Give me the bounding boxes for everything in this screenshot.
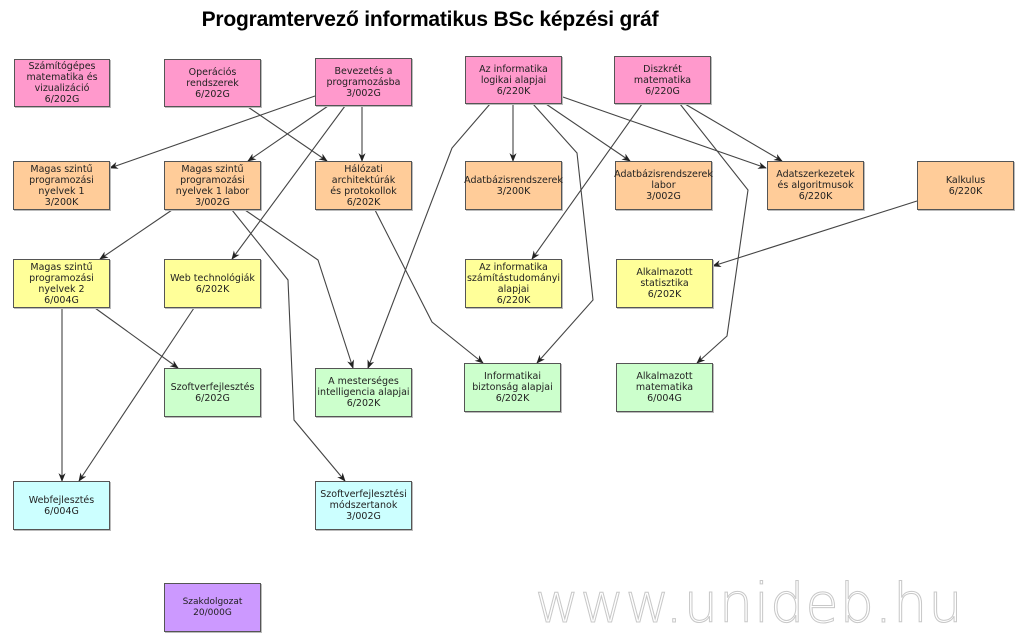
node-alkalmazott-statisztika[interactable]: Alkalmazott statisztika 6/202K: [616, 259, 713, 308]
edge-webtech-to-webfejl: [78, 307, 195, 482]
node-adatszerkezetek[interactable]: Adatszerkezetek és algoritmusok 6/220K: [767, 161, 864, 210]
edge-bevprog-to-magas1: [109, 95, 316, 169]
node-label: Szoftverfejlesztési módszertanok 3/002G: [320, 489, 407, 522]
node-label: Webfejlesztés 6/004G: [28, 494, 95, 517]
node-label: Hálózati architektúrák és protokollok 6/…: [330, 163, 397, 208]
node-label: Adatbázisrendszerek 3/200K: [464, 174, 563, 197]
node-mesterseges-intelligencia[interactable]: A mesterséges intelligencia alapjai 6/20…: [315, 368, 412, 417]
node-magas-szintu-2[interactable]: Magas szintű programozási nyelvek 2 6/00…: [13, 259, 110, 308]
node-kalkulus[interactable]: Kalkulus 6/220K: [917, 161, 1014, 210]
node-magas-szintu-1-labor[interactable]: Magas szintű programozási nyelvek 1 labo…: [164, 161, 261, 210]
node-label: Szakdolgozat 20/000G: [182, 596, 243, 618]
node-informatikai-biztonsag[interactable]: Informatikai biztonság alapjai 6/202K: [464, 363, 561, 412]
node-adatbazisrendszerek[interactable]: Adatbázisrendszerek 3/200K: [464, 161, 563, 210]
node-diszkret-matematika[interactable]: Diszkrét matematika 6/220G: [614, 56, 711, 104]
node-label: Az informatika logikai alapjai 6/220K: [479, 63, 548, 97]
node-label: Az informatika számítástudományi alapjai…: [466, 261, 561, 306]
node-label: Diszkrét matematika 6/220G: [633, 63, 692, 97]
node-szamitogepes-matematika[interactable]: Számítógépes matematika és vizualizáció …: [14, 59, 110, 107]
node-label: Magas szintű programozási nyelvek 1 3/20…: [29, 163, 94, 208]
diagram-title: Programtervező informatikus BSc képzési …: [201, 8, 659, 31]
node-label: Alkalmazott matematika 6/004G: [635, 371, 694, 404]
node-label: A mesterséges intelligencia alapjai 6/20…: [317, 376, 410, 409]
node-label: Operációs rendszerek 6/202G: [186, 66, 239, 100]
node-halozati-architekturak[interactable]: Hálózati architektúrák és protokollok 6/…: [315, 161, 412, 210]
node-szakdolgozat[interactable]: Szakdolgozat 20/000G: [164, 583, 261, 632]
edge-magas1lab-to-szoftmod: [231, 209, 346, 482]
edge-bevprog-to-magas1lab: [247, 105, 329, 162]
edge-logika-to-adatblab: [545, 103, 631, 162]
node-alkalmazott-matematika[interactable]: Alkalmazott matematika 6/004G: [616, 363, 713, 412]
edge-logika-to-adatszerk: [559, 95, 767, 169]
node-label: Alkalmazott statisztika 6/202K: [636, 267, 693, 300]
edge-oprend-to-halozat: [247, 106, 328, 162]
edge-logika-to-biztonsag: [532, 103, 594, 364]
node-label: Számítógépes matematika és vizualizáció …: [26, 61, 98, 105]
edge-logika-to-mi: [367, 103, 491, 369]
node-szoftverfejlesztes[interactable]: Szoftverfejlesztés 6/202G: [164, 368, 261, 417]
node-label: Web technológiák 6/202K: [170, 272, 255, 295]
edge-magas1lab-to-mi: [244, 209, 354, 369]
node-szoftverfejlesztesi-modszertanok[interactable]: Szoftverfejlesztési módszertanok 3/002G: [315, 481, 412, 530]
node-label: Informatikai biztonság alapjai 6/202K: [472, 371, 553, 404]
edge-magas1lab-to-magas2: [99, 209, 173, 260]
edge-magas2-to-szoftfejl: [94, 307, 179, 369]
node-bevezetes-programozasba[interactable]: Bevezetés a programozásba 3/002G: [315, 58, 412, 106]
node-label: Magas szintű programozási nyelvek 2 6/00…: [29, 261, 94, 306]
watermark: www.unideb.hu: [535, 572, 964, 636]
node-szamitastudomanyi-alapjai[interactable]: Az informatika számítástudományi alapjai…: [465, 259, 562, 308]
node-label: Adatszerkezetek és algoritmusok 6/220K: [776, 169, 855, 202]
edge-kalkulus-to-statisztika: [712, 200, 918, 267]
node-operacios-rendszerek[interactable]: Operációs rendszerek 6/202G: [164, 59, 261, 107]
node-label: Bevezetés a programozásba 3/002G: [326, 65, 401, 99]
edge-diszkret-to-adatszerk: [684, 103, 783, 162]
node-label: Kalkulus 6/220K: [945, 174, 986, 197]
edge-diszkret-to-szamtud: [531, 103, 643, 260]
node-informatika-logikai-alapjai[interactable]: Az informatika logikai alapjai 6/220K: [465, 56, 562, 104]
node-magas-szintu-1[interactable]: Magas szintű programozási nyelvek 1 3/20…: [13, 161, 110, 210]
node-adatbazisrendszerek-labor[interactable]: Adatbázisrendszerek labor 3/002G: [614, 161, 713, 210]
edge-halozat-to-biztonsag: [374, 209, 484, 364]
node-web-technologiak[interactable]: Web technológiák 6/202K: [164, 259, 261, 308]
node-label: Adatbázisrendszerek labor 3/002G: [614, 169, 713, 202]
edge-diszkret-to-alkmat: [679, 103, 749, 364]
node-label: Szoftverfejlesztés 6/202G: [170, 381, 255, 404]
node-webfejlesztes[interactable]: Webfejlesztés 6/004G: [13, 481, 110, 530]
node-label: Magas szintű programozási nyelvek 1 labo…: [175, 163, 250, 208]
